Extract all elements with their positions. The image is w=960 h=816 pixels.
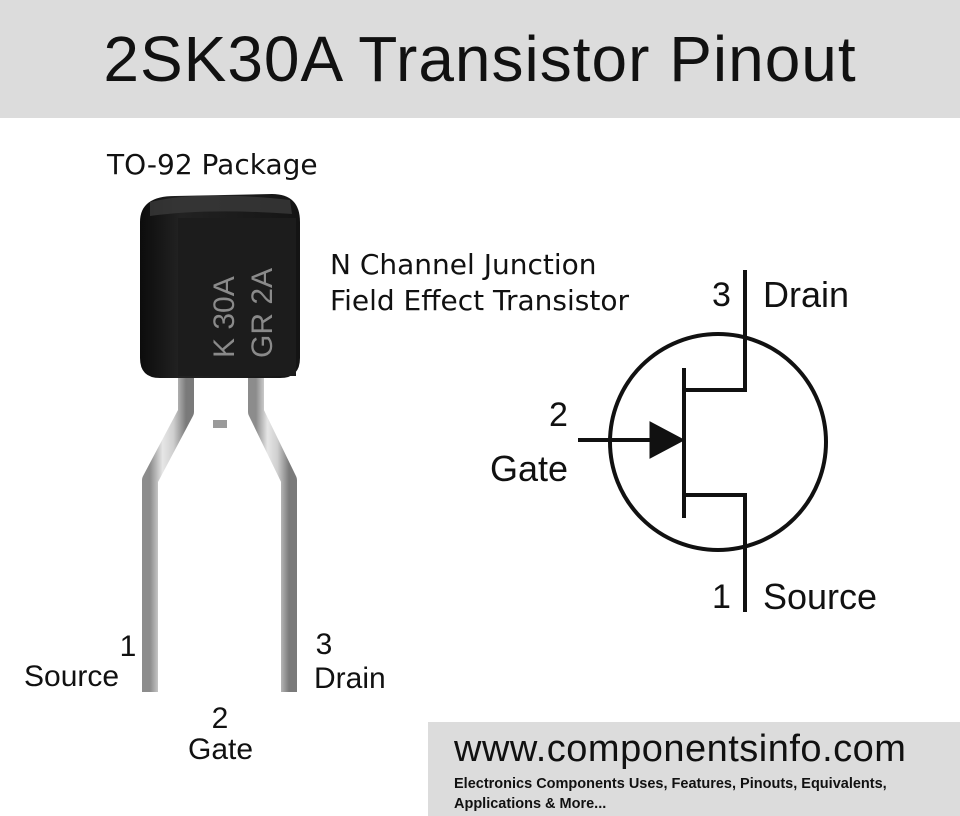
pin3-name: Drain: [314, 662, 386, 695]
gate-number: 2: [549, 396, 568, 434]
package-label: TO-92 Package: [107, 148, 318, 181]
lead-drain: [248, 372, 297, 692]
drain-number: 3: [712, 276, 731, 314]
transistor-leads: [142, 372, 297, 692]
header-banner: 2SK30A Transistor Pinout: [0, 0, 960, 118]
marking-line1: K 30A: [208, 276, 241, 358]
pin3-number: 3: [315, 628, 333, 661]
transistor-marking: K 30A GR 2A: [208, 268, 279, 358]
description-line1: N Channel Junction: [330, 248, 597, 281]
gate-arrow: [649, 421, 686, 459]
pin2-number: 2: [211, 702, 229, 735]
drain-connection: [684, 270, 747, 392]
lead-source: [142, 372, 194, 692]
pin1-name: Source: [24, 660, 120, 693]
source-label: Source: [763, 576, 878, 617]
gate-label: Gate: [490, 448, 569, 489]
source-number: 1: [712, 578, 731, 616]
description-line2: Field Effect Transistor: [330, 284, 629, 317]
source-connection: [684, 493, 747, 612]
jfet-symbol: [578, 270, 828, 612]
pin2-name: Gate: [188, 733, 254, 766]
website-link[interactable]: www.componentsinfo.com: [454, 728, 907, 770]
device-description: N Channel Junction Field Effect Transist…: [330, 247, 629, 319]
footer-tagline: Electronics Components Uses, Features, P…: [454, 776, 887, 812]
footer-banner: www.componentsinfo.com Electronics Compo…: [428, 722, 960, 816]
page-title: 2SK30A Transistor Pinout: [103, 23, 857, 95]
transistor-body: [140, 194, 300, 378]
drain-label: Drain: [763, 274, 850, 315]
marking-line2: GR 2A: [246, 268, 279, 358]
pin1-number: 1: [119, 630, 137, 663]
